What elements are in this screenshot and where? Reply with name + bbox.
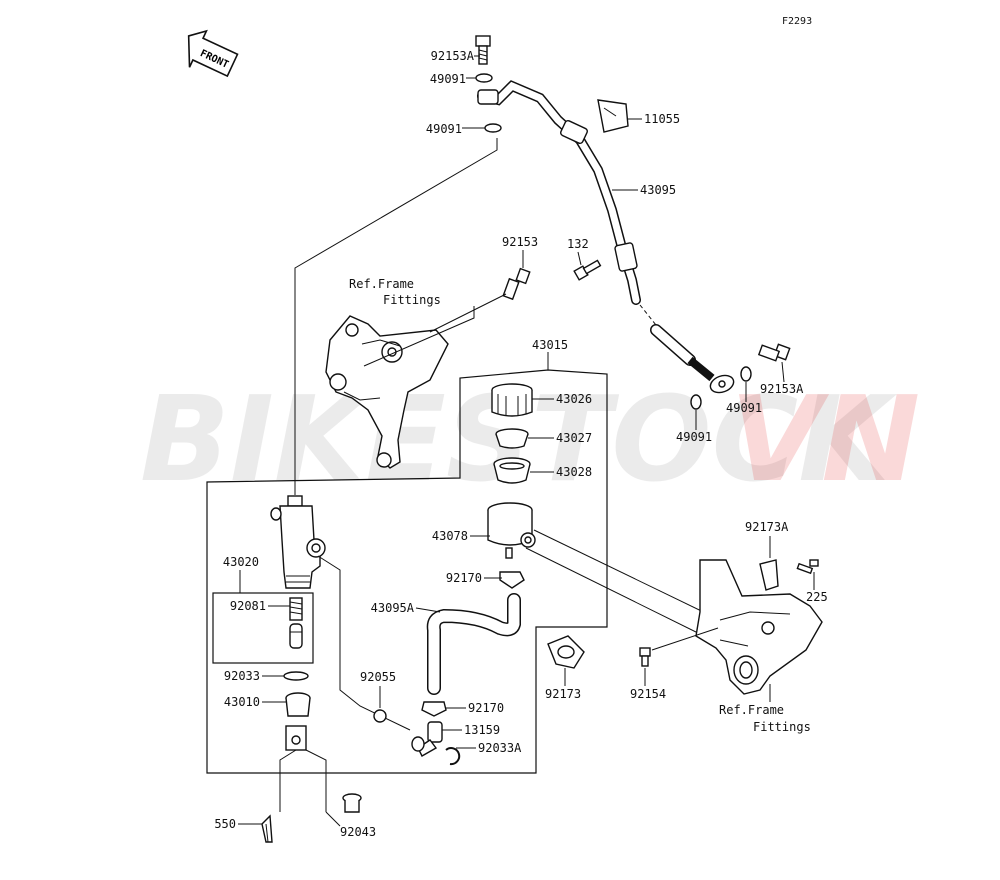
label-92033A: 92033A (478, 741, 522, 755)
ref-frame-bot-line2: Fittings (753, 720, 811, 734)
label-92043: 92043 (340, 825, 376, 839)
clamp-92173 (547, 635, 585, 669)
brake-hose-43095 (477, 80, 735, 394)
label-550: 550 (214, 817, 236, 831)
label-92154: 92154 (630, 687, 666, 701)
bolt-225 (796, 559, 819, 575)
pin-92043 (342, 793, 362, 813)
label-43027: 43027 (556, 431, 592, 445)
label-13159: 13159 (464, 723, 500, 737)
label-49091-top1: 49091 (430, 72, 466, 86)
label-132: 132 (567, 237, 589, 251)
leader-reservoir-1 (525, 547, 701, 635)
footrest-bracket (325, 315, 449, 469)
bolt-92153 (502, 267, 531, 301)
label-92153A-right: 92153A (760, 382, 804, 396)
banjo-bolt-right (757, 343, 791, 362)
label-92033: 92033 (224, 669, 260, 683)
label-92170-b: 92170 (468, 701, 504, 715)
washer-top-1 (475, 73, 493, 83)
ref-frame-bot-line1: Ref.Frame (719, 703, 784, 717)
ref-frame-top-line1: Ref.Frame (349, 277, 414, 291)
snap-ring-92033A (445, 747, 461, 766)
o-ring-92055 (373, 709, 387, 723)
label-92153: 92153 (502, 235, 538, 249)
label-92170-a: 92170 (446, 571, 482, 585)
label-43015: 43015 (532, 338, 568, 352)
reservoir-hose-43095A (426, 593, 521, 695)
watermark-text-2: VN (730, 370, 920, 508)
label-43078: 43078 (432, 529, 468, 543)
diaphragm-plate-43027 (495, 428, 529, 449)
label-43095: 43095 (640, 183, 676, 197)
label-43095A: 43095A (371, 601, 415, 615)
joint-13159 (411, 721, 443, 757)
label-92173: 92173 (545, 687, 581, 701)
leader-pin-92043 (305, 749, 327, 812)
spring-92081 (289, 597, 303, 649)
cotter-pin-550 (261, 814, 273, 843)
clip-92170-b (421, 701, 447, 717)
label-43028: 43028 (556, 465, 592, 479)
label-43010: 43010 (224, 695, 260, 709)
hose-clamp-11055 (597, 99, 629, 133)
banjo-bolt-top (475, 35, 491, 65)
front-arrow-icon: FRONT (187, 29, 239, 78)
label-11055: 11055 (644, 112, 680, 126)
push-rod-43010 (285, 692, 311, 751)
snap-ring-92033 (283, 671, 309, 681)
label-49091-top2: 49091 (426, 122, 462, 136)
master-cylinder-43020 (270, 495, 326, 589)
label-225: 225 (806, 590, 828, 604)
label-49091-right2: 49091 (676, 430, 712, 444)
reservoir-tank-43078 (487, 502, 536, 559)
label-43020: 43020 (223, 555, 259, 569)
bolt-92154 (639, 647, 651, 667)
clip-92170-a (499, 571, 525, 589)
assembly-outline (206, 352, 608, 774)
reservoir-cap-43026 (491, 383, 533, 417)
leader-pin-550 (279, 749, 297, 812)
label-92153A-top: 92153A (431, 49, 475, 63)
label-43026: 43026 (556, 392, 592, 406)
diaphragm-43028 (493, 457, 531, 484)
leader-reservoir-2 (533, 529, 721, 621)
label-92055: 92055 (360, 670, 396, 684)
label-49091-right1: 49091 (726, 401, 762, 415)
label-92173A: 92173A (745, 520, 789, 534)
figure-code: F2293 (782, 16, 812, 27)
washer-right-1 (740, 366, 752, 382)
washer-top-2 (484, 123, 502, 133)
leader-hose-to-cylinder (294, 138, 498, 495)
plate-92173A (759, 559, 779, 591)
label-92081: 92081 (230, 599, 266, 613)
leader-port-fitting (317, 555, 411, 731)
ref-frame-top-line2: Fittings (383, 293, 441, 307)
bolt-132 (573, 259, 602, 281)
reservoir-bracket (695, 559, 823, 695)
washer-right-2 (690, 394, 702, 410)
